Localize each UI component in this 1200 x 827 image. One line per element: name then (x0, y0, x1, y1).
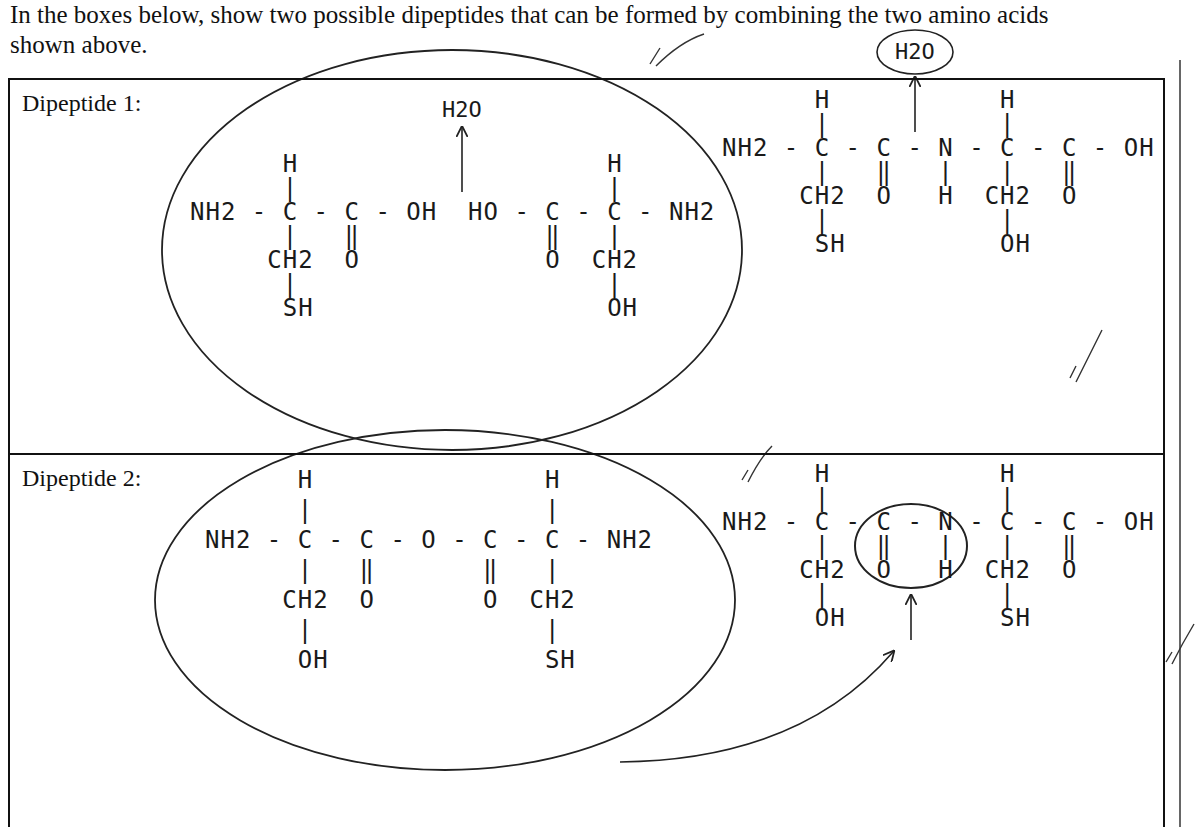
grader-tick (1070, 330, 1102, 382)
structure-row: | ‖ | | ‖ (722, 534, 1077, 558)
crossout-loop (155, 430, 735, 770)
structure-row: | | (722, 486, 1016, 510)
structure-row: H H (722, 462, 1016, 486)
water-label: H2O (895, 40, 935, 64)
structure-row: | | (190, 272, 623, 296)
structure-row: | | (205, 495, 560, 525)
structure-row: OH SH (722, 606, 1031, 630)
structure-row: NH2 - C - C - N - C - C - OH (722, 136, 1155, 160)
structure-row: H H (205, 465, 560, 495)
structure-row: CH2 O O CH2 (190, 248, 638, 272)
structure-row: | | (722, 208, 1016, 232)
structure-row: CH2 O H CH2 O (722, 558, 1077, 582)
water-label: H2O (442, 98, 482, 122)
question-text: In the boxes below, show two possible di… (10, 0, 1110, 60)
curved-arrow (620, 652, 893, 762)
structure-row: | ‖ | | ‖ (722, 160, 1077, 184)
grader-tick (1166, 624, 1194, 664)
structure-row: OH SH (205, 645, 576, 675)
water-circle (877, 30, 953, 74)
structure-row: NH2 - C - C - OH HO - C - C - NH2 (190, 200, 715, 224)
crossout-loop (162, 50, 742, 450)
margin-line (1179, 60, 1181, 827)
structure-row: SH OH (722, 232, 1031, 256)
structure-row: H H (190, 152, 623, 176)
structure-row: H H (722, 88, 1016, 112)
structure-row: | ‖ ‖ | (205, 555, 560, 585)
structure-row: | | (722, 582, 1016, 606)
structure-row: CH2 O O CH2 (205, 585, 576, 615)
structure-row: | | (190, 176, 623, 200)
structure-row: | ‖ ‖ | (190, 224, 623, 248)
structure-row: CH2 O H CH2 O (722, 184, 1077, 208)
grader-tick (650, 34, 704, 66)
structure-row: NH2 - C - C - O - C - C - NH2 (205, 525, 653, 555)
structure-row: | | (722, 112, 1016, 136)
structure-row: | | (205, 615, 560, 645)
structure-row: NH2 - C - C - N - C - C - OH (722, 510, 1155, 534)
structure-row: SH OH (190, 296, 638, 320)
